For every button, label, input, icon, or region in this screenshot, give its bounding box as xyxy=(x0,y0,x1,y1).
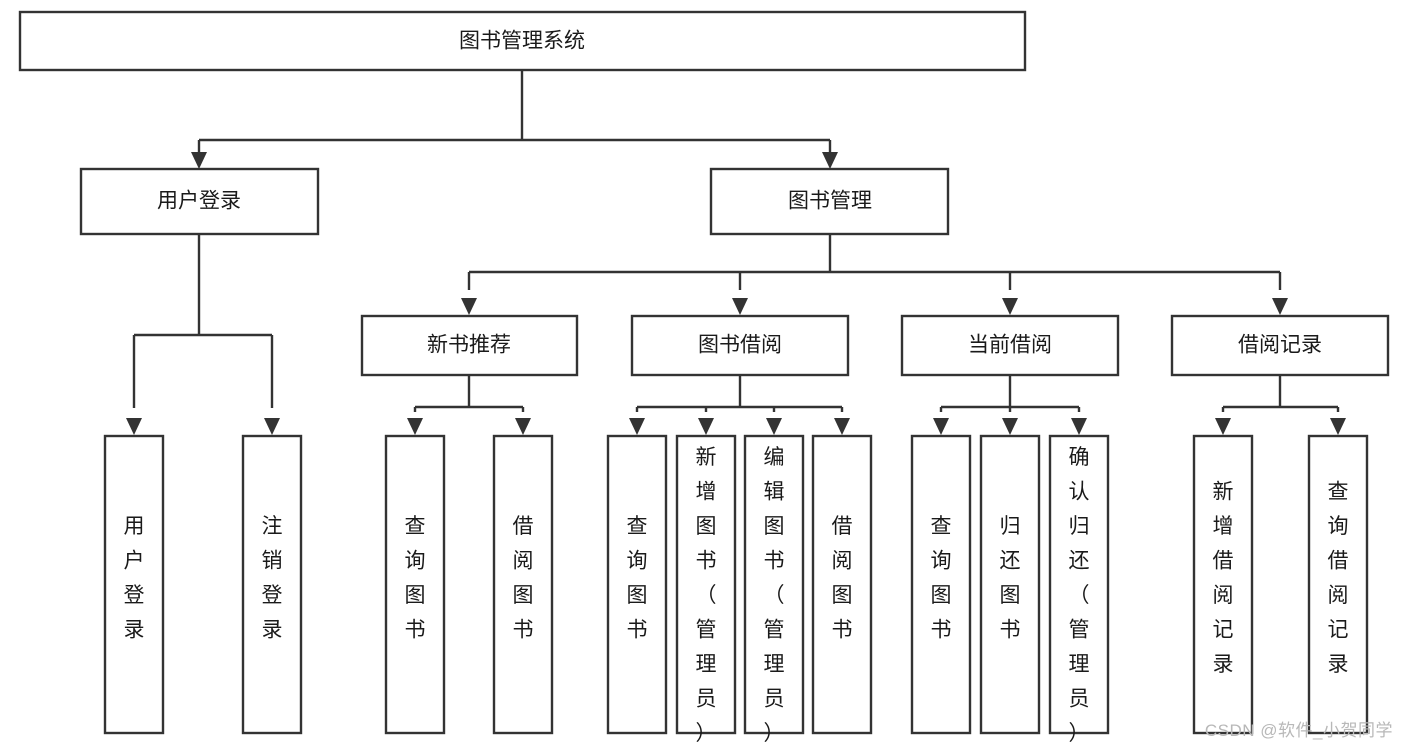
leaf-confirm-return-label: 确认归还（管理员） xyxy=(1069,446,1090,745)
leaf-borrow-book-2[interactable]: 借阅图书 xyxy=(811,434,873,735)
leaf-query-book-2-label: 查询图书 xyxy=(627,515,648,642)
leaf-logout-box[interactable] xyxy=(241,434,303,735)
arrow-nb-to-leaf1 xyxy=(407,418,423,435)
arrow-cb-to-leaf2 xyxy=(1002,418,1018,435)
leaf-logout-label: 注销登录 xyxy=(262,515,283,642)
arrow-cb-to-leaf3 xyxy=(1071,418,1087,435)
leaf-add-record[interactable]: 新增借阅记录 xyxy=(1192,434,1254,735)
leaf-query-book-1-box[interactable] xyxy=(384,434,446,735)
leaf-borrow-book-1-label: 借阅图书 xyxy=(513,515,534,642)
arrow-ul-to-leaf1 xyxy=(126,418,142,435)
leaf-return-book-label: 归还图书 xyxy=(1000,515,1021,642)
node-new-book-recommend-label: 新书推荐 xyxy=(427,334,511,357)
arrow-bm-to-book-borrow xyxy=(732,298,748,315)
leaf-user-login-box[interactable] xyxy=(103,434,165,735)
connector-group-user-login xyxy=(126,234,280,435)
arrow-root-to-user-login xyxy=(191,152,207,169)
leaf-confirm-return-box[interactable] xyxy=(1048,434,1110,735)
node-borrow-record-label: 借阅记录 xyxy=(1238,334,1322,357)
leaf-query-record[interactable]: 查询借阅记录 xyxy=(1307,434,1369,735)
leaf-query-record-box[interactable] xyxy=(1307,434,1369,735)
arrow-bm-to-borrow-record xyxy=(1272,298,1288,315)
leaf-add-book-label: 新增图书（管理员） xyxy=(696,446,717,745)
leaf-user-login[interactable]: 用户登录 xyxy=(103,434,165,735)
node-book-borrow-label: 图书借阅 xyxy=(698,334,782,357)
node-book-manage-box[interactable] xyxy=(709,167,950,236)
arrow-root-to-book-manage xyxy=(822,152,838,169)
connector-group-borrow-record xyxy=(1215,375,1346,435)
arrow-br-to-leaf2 xyxy=(1330,418,1346,435)
arrow-bb-to-leaf3 xyxy=(766,418,782,435)
leaf-return-book[interactable]: 归还图书 xyxy=(979,434,1041,735)
leaf-query-book-1[interactable]: 查询图书 xyxy=(384,434,446,735)
connector-group-root xyxy=(191,70,838,169)
leaf-query-record-label: 查询借阅记录 xyxy=(1328,480,1349,676)
leaf-query-book-2-box[interactable] xyxy=(606,434,668,735)
connector-group-current-borrow xyxy=(933,375,1087,435)
node-current-borrow-box[interactable] xyxy=(900,314,1120,377)
node-user-login[interactable]: 用户登录 xyxy=(79,167,320,236)
leaf-edit-book-box[interactable] xyxy=(743,434,805,735)
leaf-add-record-label: 新增借阅记录 xyxy=(1213,480,1234,676)
watermark: CSDN @软件_小贺同学 xyxy=(1204,721,1393,740)
node-new-book-recommend[interactable]: 新书推荐 xyxy=(360,314,579,377)
leaf-add-record-box[interactable] xyxy=(1192,434,1254,735)
node-root-box[interactable] xyxy=(18,10,1027,72)
arrow-br-to-leaf1 xyxy=(1215,418,1231,435)
connector-group-new-book-recommend xyxy=(407,375,531,435)
node-book-borrow[interactable]: 图书借阅 xyxy=(630,314,850,377)
leaf-query-book-3[interactable]: 查询图书 xyxy=(910,434,972,735)
leaf-edit-book-label: 编辑图书（管理员） xyxy=(764,446,785,745)
node-book-manage-label: 图书管理 xyxy=(788,190,872,213)
leaf-query-book-1-label: 查询图书 xyxy=(405,515,426,642)
node-user-login-label: 用户登录 xyxy=(157,190,241,213)
leaf-confirm-return[interactable]: 确认归还（管理员） xyxy=(1048,434,1110,745)
leaf-add-book[interactable]: 新增图书（管理员） xyxy=(675,434,737,745)
node-current-borrow[interactable]: 当前借阅 xyxy=(900,314,1120,377)
node-root[interactable]: 图书管理系统 xyxy=(18,10,1027,72)
arrow-bm-to-current-borrow xyxy=(1002,298,1018,315)
node-current-borrow-label: 当前借阅 xyxy=(968,334,1052,357)
leaf-borrow-book-2-box[interactable] xyxy=(811,434,873,735)
node-book-borrow-box[interactable] xyxy=(630,314,850,377)
arrow-bm-to-new-book xyxy=(461,298,477,315)
leaf-borrow-book-2-label: 借阅图书 xyxy=(832,515,853,642)
leaf-borrow-book-1-box[interactable] xyxy=(492,434,554,735)
node-root-label: 图书管理系统 xyxy=(459,30,585,53)
leaf-return-book-box[interactable] xyxy=(979,434,1041,735)
leaf-query-book-3-box[interactable] xyxy=(910,434,972,735)
leaf-borrow-book-1[interactable]: 借阅图书 xyxy=(492,434,554,735)
node-user-login-box[interactable] xyxy=(79,167,320,236)
connector-group-book-borrow xyxy=(629,375,850,435)
arrow-bb-to-leaf4 xyxy=(834,418,850,435)
arrow-nb-to-leaf2 xyxy=(515,418,531,435)
leaf-query-book-3-label: 查询图书 xyxy=(931,515,952,642)
leaf-nodes-group: 用户登录 注销登录 查询图书 借阅图书 查询图书 新增图书（管理员） xyxy=(103,434,1369,745)
arrow-ul-to-leaf2 xyxy=(264,418,280,435)
arrow-bb-to-leaf1 xyxy=(629,418,645,435)
node-borrow-record-box[interactable] xyxy=(1170,314,1390,377)
leaf-logout[interactable]: 注销登录 xyxy=(241,434,303,735)
node-book-manage[interactable]: 图书管理 xyxy=(709,167,950,236)
arrow-bb-to-leaf2 xyxy=(698,418,714,435)
leaf-user-login-label: 用户登录 xyxy=(124,515,145,642)
leaf-query-book-2[interactable]: 查询图书 xyxy=(606,434,668,735)
node-new-book-recommend-box[interactable] xyxy=(360,314,579,377)
connector-group-book-manage xyxy=(461,234,1288,315)
leaf-edit-book[interactable]: 编辑图书（管理员） xyxy=(743,434,805,745)
node-borrow-record[interactable]: 借阅记录 xyxy=(1170,314,1390,377)
arrow-cb-to-leaf1 xyxy=(933,418,949,435)
leaf-add-book-box[interactable] xyxy=(675,434,737,735)
